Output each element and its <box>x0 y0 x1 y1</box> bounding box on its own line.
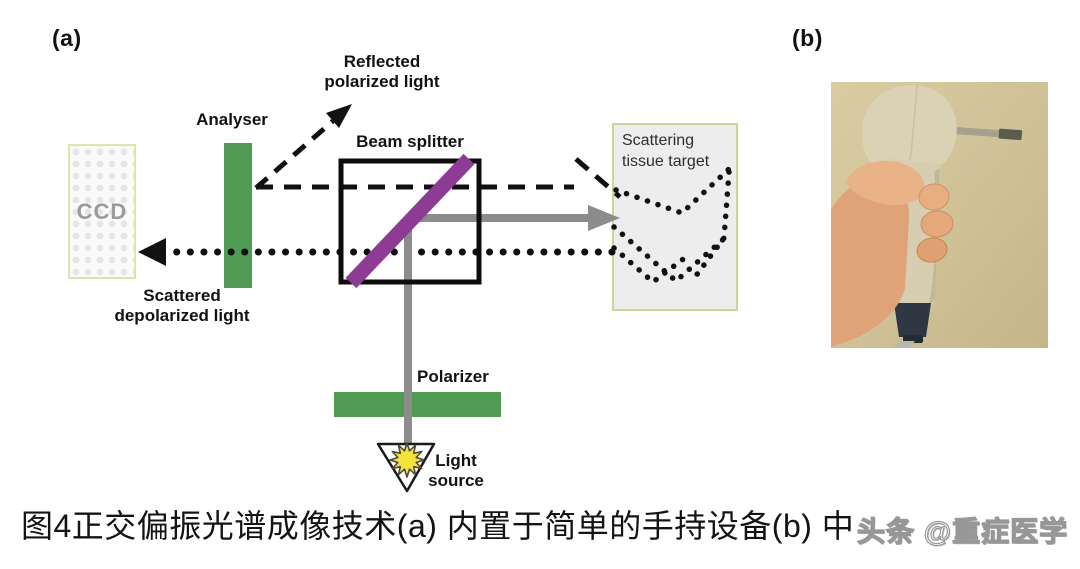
beam-splitter-box <box>338 158 482 285</box>
analyser-filter-bar <box>224 143 252 288</box>
depolarized-light-arrowhead <box>138 238 166 266</box>
beam-splitter-mirror <box>345 153 475 289</box>
hand-thumb <box>846 160 925 206</box>
hand-palm <box>831 178 910 347</box>
polarizer-label: Polarizer <box>417 367 489 386</box>
figure-caption: 图4正交偏振光谱成像技术(a) 内置于简单的手持设备(b) 中 <box>21 508 855 544</box>
tissue-scatter-dotted-paths <box>611 166 732 286</box>
analyser-label: Analyser <box>196 110 268 129</box>
device-cable <box>893 341 915 348</box>
polarizer-filter-bar <box>334 392 501 417</box>
reflected-light-arrowhead <box>326 104 352 128</box>
scattered-light-label: Scattered depolarized light <box>114 286 250 325</box>
light-source-starburst-icon <box>389 442 425 478</box>
reflected-light-label: Reflected polarized light <box>324 52 440 91</box>
panel-a-label: (a) <box>52 25 82 51</box>
device-head <box>862 85 957 175</box>
device-base <box>894 303 931 337</box>
illumination-beam-arrowhead <box>588 205 620 231</box>
tissue-target-label: Scattering tissue target <box>622 132 710 170</box>
device-photo <box>831 82 1048 348</box>
panel-b-label: (b) <box>792 25 823 51</box>
ccd-label: CCD <box>76 198 128 224</box>
reflected-light-dashed-rays <box>254 119 622 199</box>
tissue-target-box <box>612 123 738 311</box>
watermark-text: 头条 @重症医学 <box>856 515 1069 547</box>
light-source-label: Light source <box>428 451 484 490</box>
ccd-detector-box: CCD <box>68 144 136 279</box>
hand-fingers <box>916 183 954 263</box>
beam-splitter-label: Beam splitter <box>356 132 464 151</box>
device-probe-rod <box>945 126 1023 141</box>
